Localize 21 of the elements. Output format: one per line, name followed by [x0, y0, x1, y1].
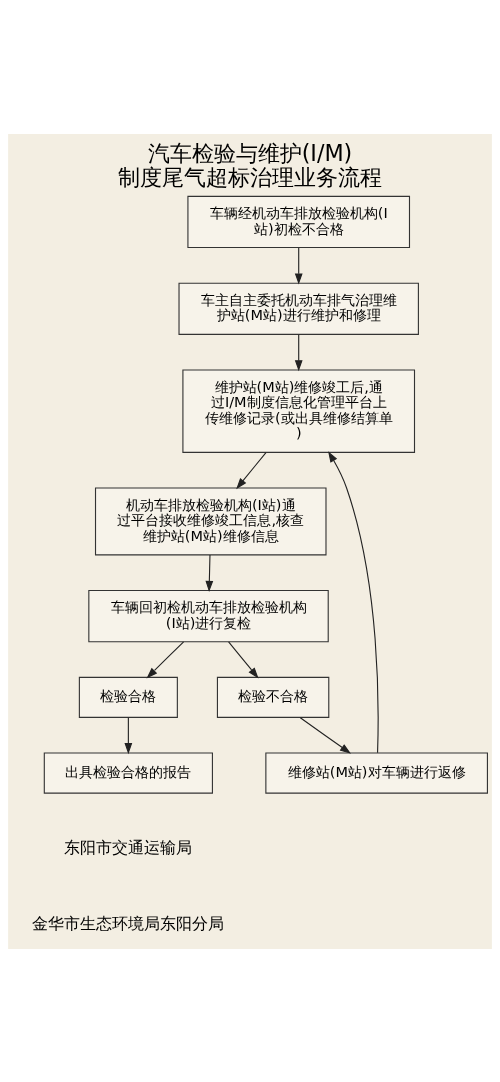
node-box: 车主自主委托机动车排气治理维护站(M站)进行维护和修理 [178, 282, 419, 335]
node-box: 维护站(M站)维修竣工后,通过I/M制度信息化管理平台上传维修记录(或出具维修结算单) [182, 369, 416, 453]
arrow [299, 716, 351, 754]
arrow [236, 451, 267, 489]
arrow [205, 553, 214, 592]
label: 东阳市交通运输局 [64, 838, 193, 857]
diagram-title: 汽车检验与维护(I/M)制度尾气超标治理业务流程 [118, 139, 382, 190]
arrow [328, 450, 379, 753]
node-box: 机动车排放检验机构(I站)通过平台接收维修竣工信息,核查维护站(M站)维修信息 [94, 487, 327, 555]
arrow [124, 716, 133, 754]
label: 金华市生态环境局东阳分局 [32, 914, 225, 933]
arrow [146, 640, 185, 678]
arrow [294, 333, 303, 371]
node-box: 车辆回初检机动车排放检验机构(I站)进行复检 [88, 589, 329, 642]
node-box: 检验合格 [78, 676, 178, 718]
node-box: 车辆经机动车排放检验机构(I站)初检不合格 [187, 195, 411, 248]
node-box: 出具检验合格的报告 [43, 752, 213, 794]
arrow [228, 640, 259, 678]
arrow [294, 246, 303, 285]
node-box: 维修站(M站)对车辆进行返修 [265, 752, 488, 794]
node-box: 检验不合格 [216, 676, 330, 718]
